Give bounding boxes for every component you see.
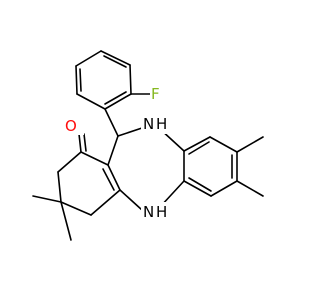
bond (75, 65, 78, 95)
bond (119, 189, 143, 211)
bond (183, 180, 212, 197)
bond (57, 171, 62, 203)
bond (188, 177, 212, 192)
bond (76, 93, 106, 110)
atom-f: F (150, 85, 166, 103)
fluorine-label: F (151, 85, 160, 103)
bond (79, 68, 82, 92)
bond-methyl (236, 136, 264, 153)
bond (188, 141, 210, 155)
bond-methyl (32, 195, 62, 203)
hydrogen-label: H (156, 115, 167, 133)
nitrogen-label: N (143, 203, 154, 221)
molecule-diagram: O F N H N H (32, 50, 264, 241)
bond (102, 168, 115, 191)
bond (104, 91, 127, 105)
bond (107, 164, 121, 191)
hydrogen-label: H (156, 203, 167, 221)
diazepine-ring (107, 127, 185, 211)
bond (60, 201, 92, 216)
bond (90, 189, 121, 216)
molecule-svg: O F N H N H (32, 50, 264, 241)
bond (80, 151, 109, 166)
bond (183, 136, 211, 152)
bond (75, 50, 102, 67)
cyclohexenone-ring (57, 151, 121, 216)
bond (107, 135, 119, 166)
atom-nh-lower: N H (141, 202, 167, 222)
bond (57, 151, 82, 173)
atom-o: O (64, 117, 84, 135)
atom-nh-upper: N H (141, 114, 167, 134)
bond-c-o (83, 133, 87, 152)
bond (103, 55, 127, 68)
bond-c-o (78, 133, 82, 153)
bond-methyl (236, 180, 264, 197)
dimethylbenzene-ring (183, 136, 238, 197)
bond (210, 180, 238, 197)
bond (104, 108, 119, 137)
fluorophenyl-ring (75, 50, 132, 110)
bond (100, 50, 131, 66)
bond-methyl (60, 201, 72, 241)
oxygen-label: O (65, 117, 77, 135)
bond (104, 93, 132, 110)
nitrogen-label: N (143, 115, 154, 133)
bond (117, 127, 143, 137)
bond (129, 64, 132, 95)
bond (209, 136, 238, 153)
